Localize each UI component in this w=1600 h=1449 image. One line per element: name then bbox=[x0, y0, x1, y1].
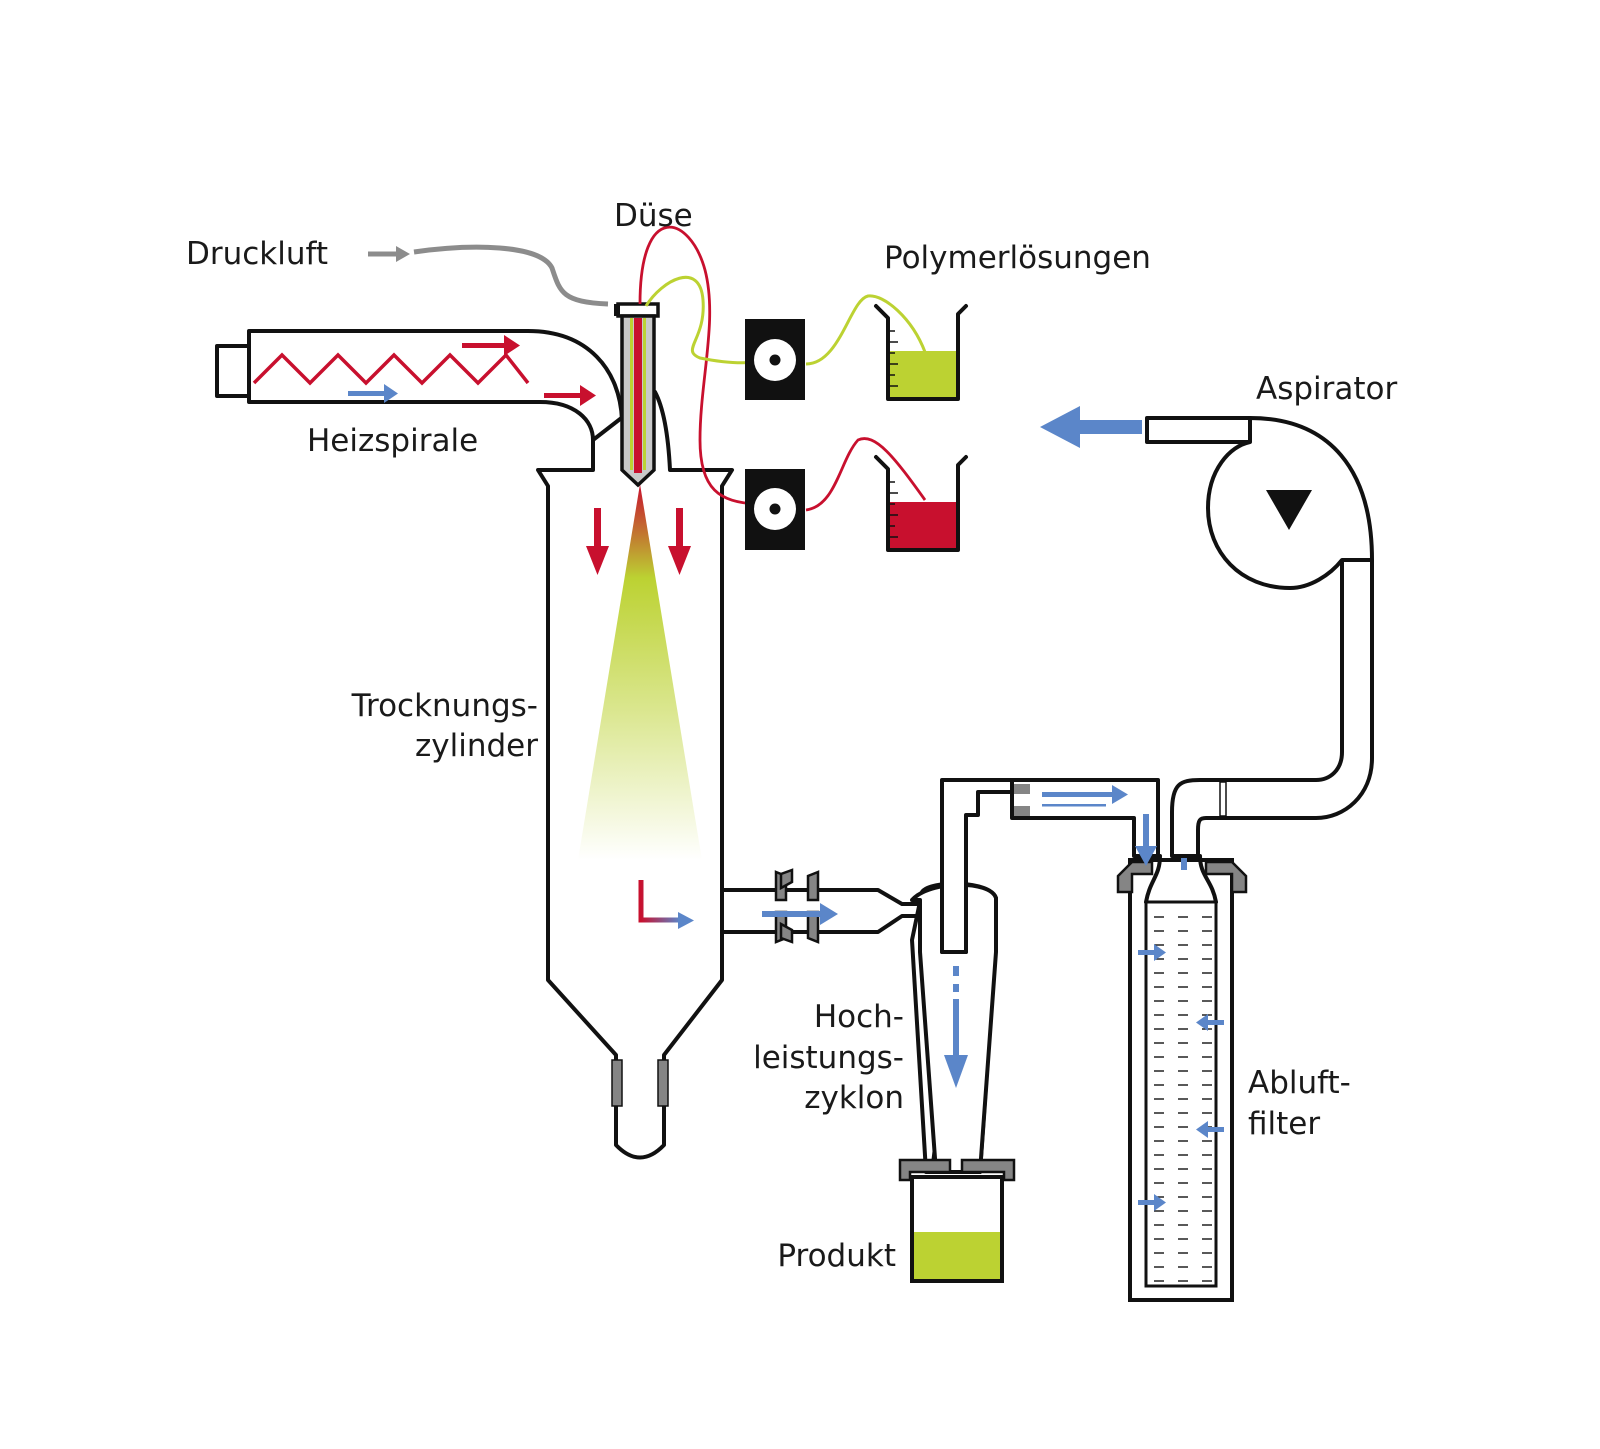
beaker-green bbox=[874, 304, 968, 401]
hot-air-down-arrow bbox=[586, 508, 609, 575]
cool-air-arrow bbox=[348, 384, 398, 403]
cyclone-to-filter-pipe bbox=[1010, 778, 1160, 858]
label-trocknungszylinder-1: Trocknungs- bbox=[351, 688, 538, 724]
label-polymerloesungen: Polymerlösungen bbox=[884, 240, 1151, 276]
red-polymer-tube bbox=[638, 225, 927, 512]
green-polymer-tube bbox=[644, 276, 927, 366]
label-zyklon-1: Hoch- bbox=[814, 999, 904, 1035]
label-trocknungszylinder-2: zylinder bbox=[415, 728, 538, 764]
label-produkt: Produkt bbox=[777, 1238, 896, 1274]
hot-air-arrow bbox=[462, 335, 520, 356]
label-abluftfilter-2: filter bbox=[1248, 1106, 1320, 1142]
cool-air-arrow bbox=[762, 903, 838, 925]
pipe-joint bbox=[1219, 781, 1227, 817]
nozzle bbox=[614, 302, 660, 488]
label-abluftfilter-1: Abluft- bbox=[1248, 1065, 1351, 1101]
exhaust-arrow bbox=[1040, 406, 1142, 448]
bottom-collar bbox=[611, 1059, 623, 1107]
fan-triangle-icon bbox=[1266, 490, 1312, 530]
filter-side-arrow bbox=[1138, 944, 1166, 961]
filter-side-arrow bbox=[1196, 1014, 1224, 1031]
beaker-red bbox=[874, 455, 968, 552]
compressed-air-line bbox=[368, 244, 609, 307]
exhaust-filter bbox=[1116, 854, 1248, 1302]
filter-side-arrow bbox=[1196, 1121, 1224, 1138]
cyclone-down-arrow bbox=[944, 966, 968, 1088]
label-aspirator: Aspirator bbox=[1256, 371, 1398, 407]
cool-air-arrow bbox=[1042, 785, 1128, 807]
label-zyklon-3: zyklon bbox=[804, 1080, 904, 1116]
pipe-joint bbox=[1014, 806, 1030, 816]
aspirator-return-pipe bbox=[1170, 558, 1374, 858]
aspirator bbox=[1145, 416, 1374, 590]
spray-cone bbox=[578, 484, 702, 860]
peristaltic-pump-icon bbox=[745, 469, 805, 550]
label-zyklon-2: leistungs- bbox=[753, 1040, 904, 1076]
label-druckluft: Druckluft bbox=[186, 236, 328, 272]
filter-down-arrow bbox=[1135, 814, 1157, 866]
peristaltic-pump-icon bbox=[745, 319, 805, 400]
hot-air-down-arrow bbox=[668, 508, 691, 575]
bottom-collar bbox=[657, 1059, 669, 1107]
filter-side-arrow bbox=[1138, 1194, 1166, 1211]
hot-air-arrow bbox=[544, 385, 596, 406]
label-heizspirale: Heizspirale bbox=[307, 423, 478, 459]
heating-coil bbox=[252, 352, 530, 386]
outlet-turn-arrow bbox=[638, 880, 694, 929]
pipe-joint bbox=[1014, 784, 1030, 794]
product-container bbox=[898, 1158, 1016, 1283]
label-duese: Düse bbox=[614, 198, 693, 234]
